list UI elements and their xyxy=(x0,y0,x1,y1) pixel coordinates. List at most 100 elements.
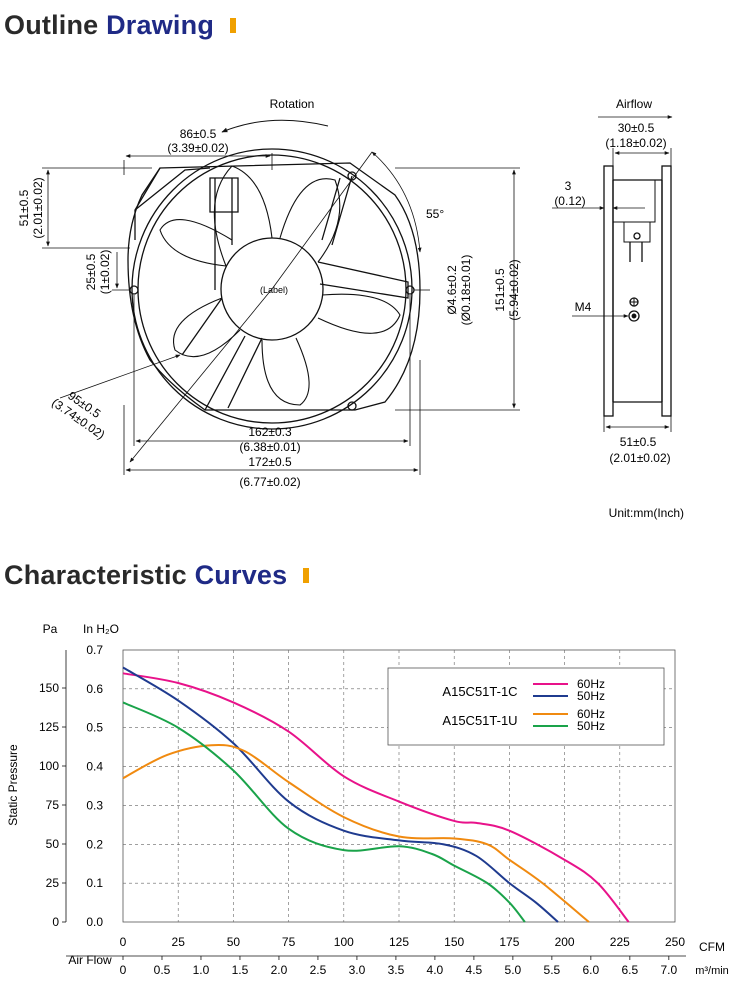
dim-162 xyxy=(133,295,411,446)
dim-162-inch: (6.38±0.01) xyxy=(239,440,300,454)
curve-1u-60hz xyxy=(122,743,590,923)
rotation-label: Rotation xyxy=(270,97,315,111)
dim-172-inch: (6.77±0.02) xyxy=(239,475,300,489)
dim-86-text: 86±0.5 xyxy=(180,127,217,141)
legend-label-1c-50: 50Hz xyxy=(577,689,605,703)
x-tick-m3min: 4.5 xyxy=(466,963,483,977)
y-tick-pa: 125 xyxy=(39,720,59,734)
angle-ray xyxy=(271,151,373,290)
y-tick-inh2o: 0.6 xyxy=(86,682,103,696)
airflow-label: Airflow xyxy=(616,97,652,111)
hub-label: (Label) xyxy=(260,285,288,295)
m4-hole xyxy=(628,310,640,322)
x-tick-m3min: 0 xyxy=(120,963,127,977)
legend-label-1c-60: 60Hz xyxy=(577,677,605,691)
x-tick-m3min: 2.5 xyxy=(310,963,327,977)
mount-hole-r xyxy=(405,285,415,295)
dim-151 xyxy=(395,167,520,411)
x-tick-cfm: 50 xyxy=(227,935,241,949)
x-tick-m3min: 4.0 xyxy=(427,963,444,977)
y-tick-pa: 150 xyxy=(39,681,59,695)
y-tick-inh2o: 0.2 xyxy=(86,837,103,851)
x-tick-m3min: 6.5 xyxy=(621,963,638,977)
title-word-1: Characteristic xyxy=(4,560,187,590)
y-tick-pa: 50 xyxy=(46,837,60,851)
hole-dim-text: Ø4.6±0.2 xyxy=(445,265,459,315)
dim-3-inch: (0.12) xyxy=(554,194,585,208)
outline-drawing: Rotation 86±0.5 (3.39±0.02) 51±0.5 (2.01… xyxy=(17,97,684,520)
mount-bracket xyxy=(134,167,211,240)
title-word-1: Outline xyxy=(4,10,99,40)
legend-label-1u-50: 50Hz xyxy=(577,719,605,733)
x-tick-m3min: 0.5 xyxy=(154,963,171,977)
curve-1u-50hz xyxy=(122,701,526,923)
dim-25-text: 25±0.5 xyxy=(84,253,98,290)
section-title-curves: Characteristic Curves xyxy=(4,560,310,591)
x-tick-cfm: 225 xyxy=(610,935,630,949)
y-tick-inh2o: 0.5 xyxy=(86,721,103,735)
legend-box xyxy=(387,667,665,746)
dim-162-text: 162±0.3 xyxy=(248,425,292,439)
angle-arc xyxy=(371,151,422,253)
y-axis-label: Static Pressure xyxy=(6,744,20,826)
dim-151-inch: (5.94±0.02) xyxy=(507,259,521,320)
side-view xyxy=(603,165,672,417)
m4-text: M4 xyxy=(575,300,592,314)
dim-30-text: 30±0.5 xyxy=(618,121,655,135)
rotation-arrow xyxy=(221,119,329,133)
venturi-ring-outer xyxy=(131,148,413,430)
x-tick-m3min: 1.0 xyxy=(193,963,210,977)
dim-51-inch: (2.01±0.02) xyxy=(31,177,45,238)
title-accent-mark xyxy=(303,568,310,583)
dim-25-inch: (1±0.02) xyxy=(98,250,112,295)
terminal-block xyxy=(623,221,651,243)
title-accent-mark xyxy=(229,18,236,33)
dim-86 xyxy=(123,153,273,175)
title-word-2: Curves xyxy=(194,560,288,590)
y-tick-inh2o: 0.3 xyxy=(86,798,103,812)
x-tick-cfm: 0 xyxy=(120,935,127,949)
section-title-outline: Outline Drawing xyxy=(4,10,236,41)
strut-bottom xyxy=(204,335,263,411)
legend-model-1: A15C51T-1C xyxy=(442,684,517,699)
dim-30-inch: (1.18±0.02) xyxy=(605,136,666,150)
y-tick-inh2o: 0.4 xyxy=(86,760,103,774)
strut-right xyxy=(317,261,409,299)
x-tick-cfm: 250 xyxy=(665,935,685,949)
strut-left xyxy=(181,297,223,356)
y-tick-pa: 100 xyxy=(39,759,59,773)
legend-label-1u-60: 60Hz xyxy=(577,707,605,721)
wire-clip xyxy=(209,177,239,213)
y-unit-pa: Pa xyxy=(43,622,58,636)
x-tick-m3min: 3.0 xyxy=(349,963,366,977)
front-view xyxy=(127,148,421,430)
dim-3-text: 3 xyxy=(565,179,572,193)
x-tick-cfm: 175 xyxy=(499,935,519,949)
legend-model-2: A15C51T-1U xyxy=(442,713,517,728)
curve-1c-50hz xyxy=(122,666,559,923)
hole-dim-inch: (Ø0.18±0.01) xyxy=(459,255,473,326)
x-tick-m3min: 3.5 xyxy=(388,963,405,977)
dim-172 xyxy=(123,360,421,475)
x-unit-cfm: CFM xyxy=(699,940,725,954)
dim-51-side-inch: (2.01±0.02) xyxy=(609,451,670,465)
dim-51-text: 51±0.5 xyxy=(17,189,31,226)
dim-25 xyxy=(112,252,130,291)
x-tick-cfm: 100 xyxy=(334,935,354,949)
y-unit-inh2o: In H₂O xyxy=(83,622,119,636)
x-tick-cfm: 75 xyxy=(282,935,296,949)
x-tick-cfm: 200 xyxy=(555,935,575,949)
y-tick-pa: 0 xyxy=(52,915,59,929)
x-unit-m3min: m³/min xyxy=(695,965,729,977)
dim-172-text: 172±0.5 xyxy=(248,455,292,469)
fan-blades xyxy=(159,165,401,406)
y-tick-inh2o: 0.0 xyxy=(86,915,103,929)
dim-51-side-text: 51±0.5 xyxy=(620,435,657,449)
chart-series xyxy=(122,666,630,923)
x-tick-cfm: 150 xyxy=(444,935,464,949)
dim-51-side xyxy=(603,416,672,432)
y-tick-pa: 25 xyxy=(46,876,60,890)
mount-hole-br xyxy=(347,401,357,411)
x-tick-m3min: 1.5 xyxy=(232,963,249,977)
